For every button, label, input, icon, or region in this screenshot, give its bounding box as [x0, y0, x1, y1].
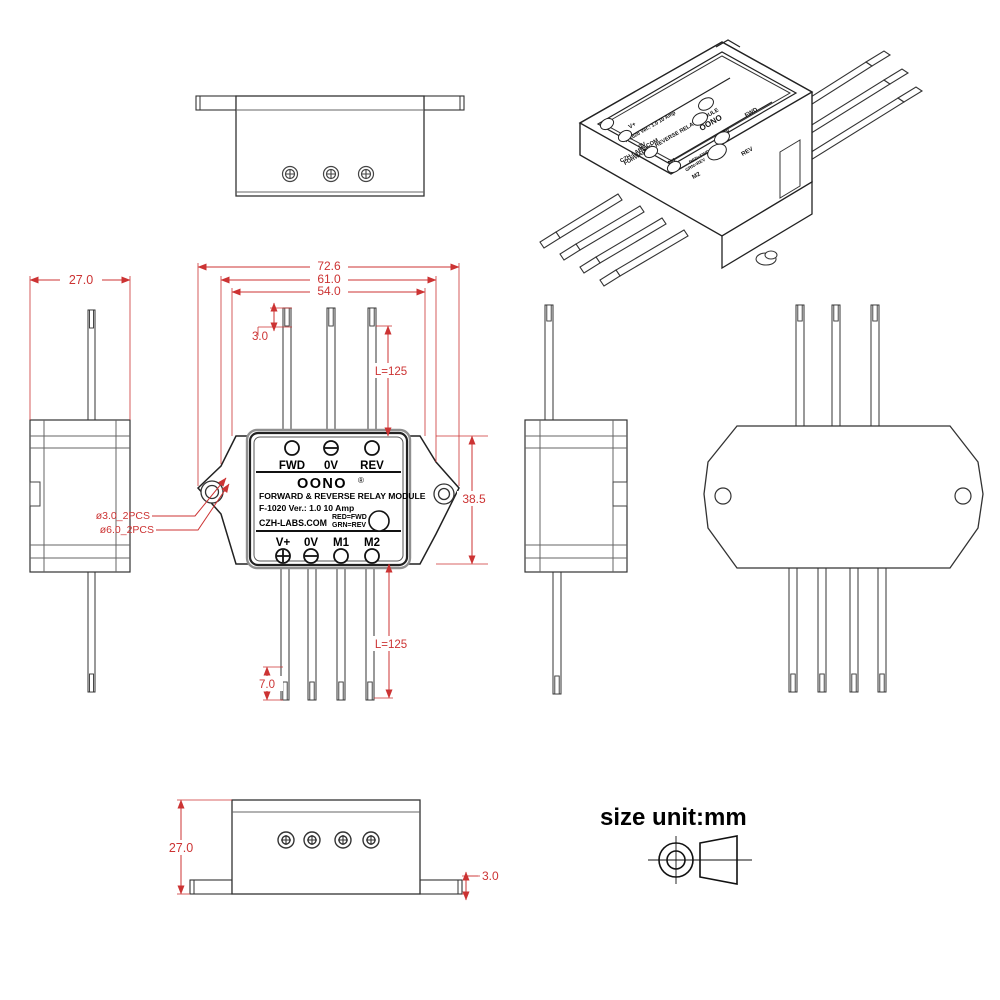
- bottom-view-hole-left: [714, 487, 732, 505]
- isometric-view: OONO FORWARD & REVERSE RELAY MODULE F-10…: [539, 39, 924, 287]
- front-brand-mark: ®: [358, 476, 364, 485]
- front-terminal-label-0v-bottom: 0V: [304, 537, 318, 549]
- dim-label-L125-bottom: L=125: [375, 639, 407, 651]
- size-unit-note: size unit:mm: [600, 804, 747, 831]
- dim-foot-thickness: [462, 871, 480, 901]
- iso-terminal-rev: REV: [741, 146, 755, 157]
- first-angle-projection-symbol: [648, 835, 752, 885]
- front-label-line3: CZH-LABS.COM: [259, 518, 327, 528]
- front-terminal-label-m2: M2: [364, 537, 380, 549]
- front-terminal-label-0v-top: 0V: [324, 460, 338, 472]
- iso-terminal-m2: M2: [691, 171, 702, 181]
- front-top-wires: [282, 307, 377, 437]
- dim-top-pin-offset: [257, 302, 292, 336]
- front-led-indicator: [368, 510, 390, 532]
- front-top-terminals: [284, 440, 380, 456]
- top-view-terminal-screws: [281, 165, 375, 183]
- front-bottom-wires: [280, 563, 375, 701]
- dim-label-hole-small: ø3.0_2PCS: [96, 510, 150, 522]
- front-mounting-hole-right: [433, 483, 455, 505]
- dim-label-38-5: 38.5: [462, 492, 486, 506]
- iso-terminal-0v-bottom: 0V: [638, 142, 647, 151]
- front-terminal-label-fwd: FWD: [279, 460, 305, 472]
- dim-side-width-27: [29, 276, 131, 420]
- front-brand: OONO ®: [297, 476, 364, 492]
- front-terminal-label-vplus: V+: [276, 537, 291, 549]
- dim-wire-length-top: [376, 325, 392, 437]
- front-terminal-label-rev: REV: [360, 460, 384, 472]
- right-side-view: [524, 304, 628, 695]
- unit-note-block: size unit:mm: [600, 804, 752, 885]
- front-led-note-bottom: GRN=REV: [332, 522, 366, 529]
- dim-wire-length-bottom: [374, 563, 393, 699]
- dim-label-54-0: 54.0: [317, 284, 341, 298]
- front-view: FWD 0V REV OONO ® FORWARD & REVERSE RELA…: [96, 258, 491, 701]
- front-terminal-label-m1: M1: [333, 537, 350, 549]
- bottom-view: [703, 304, 984, 693]
- left-side-view: 27.0: [29, 271, 131, 693]
- front-label-line2: F-1020 Ver.: 1.0 10 Amp: [259, 503, 354, 513]
- front-label-line1: FORWARD & REVERSE RELAY MODULE: [259, 491, 426, 501]
- dim-label-hole-large: ø6.0_2PCS: [100, 524, 154, 536]
- base-view: 27.0 3.0: [162, 799, 499, 901]
- dim-label-3-0-foot: 3.0: [482, 869, 499, 883]
- front-brand-text: OONO: [297, 476, 347, 492]
- hole-callouts: [152, 477, 230, 531]
- base-view-terminal-screws: [277, 831, 380, 849]
- iso-terminal-vplus: V+: [628, 121, 638, 130]
- dim-label-61-0: 61.0: [317, 272, 341, 286]
- bottom-view-hole-right: [954, 487, 972, 505]
- front-mounting-hole-left: [200, 480, 224, 504]
- dim-label-27-side: 27.0: [69, 273, 93, 287]
- top-view: [195, 95, 465, 197]
- dim-label-27-base: 27.0: [169, 841, 193, 855]
- dim-label-72-6: 72.6: [317, 259, 341, 273]
- front-bottom-terminals: [275, 548, 380, 564]
- dim-label-3-0-top: 3.0: [252, 331, 268, 343]
- dim-label-7-0: 7.0: [259, 679, 275, 691]
- front-led-note-top: RED=FWD: [332, 514, 367, 521]
- dim-label-L125-top: L=125: [375, 366, 407, 378]
